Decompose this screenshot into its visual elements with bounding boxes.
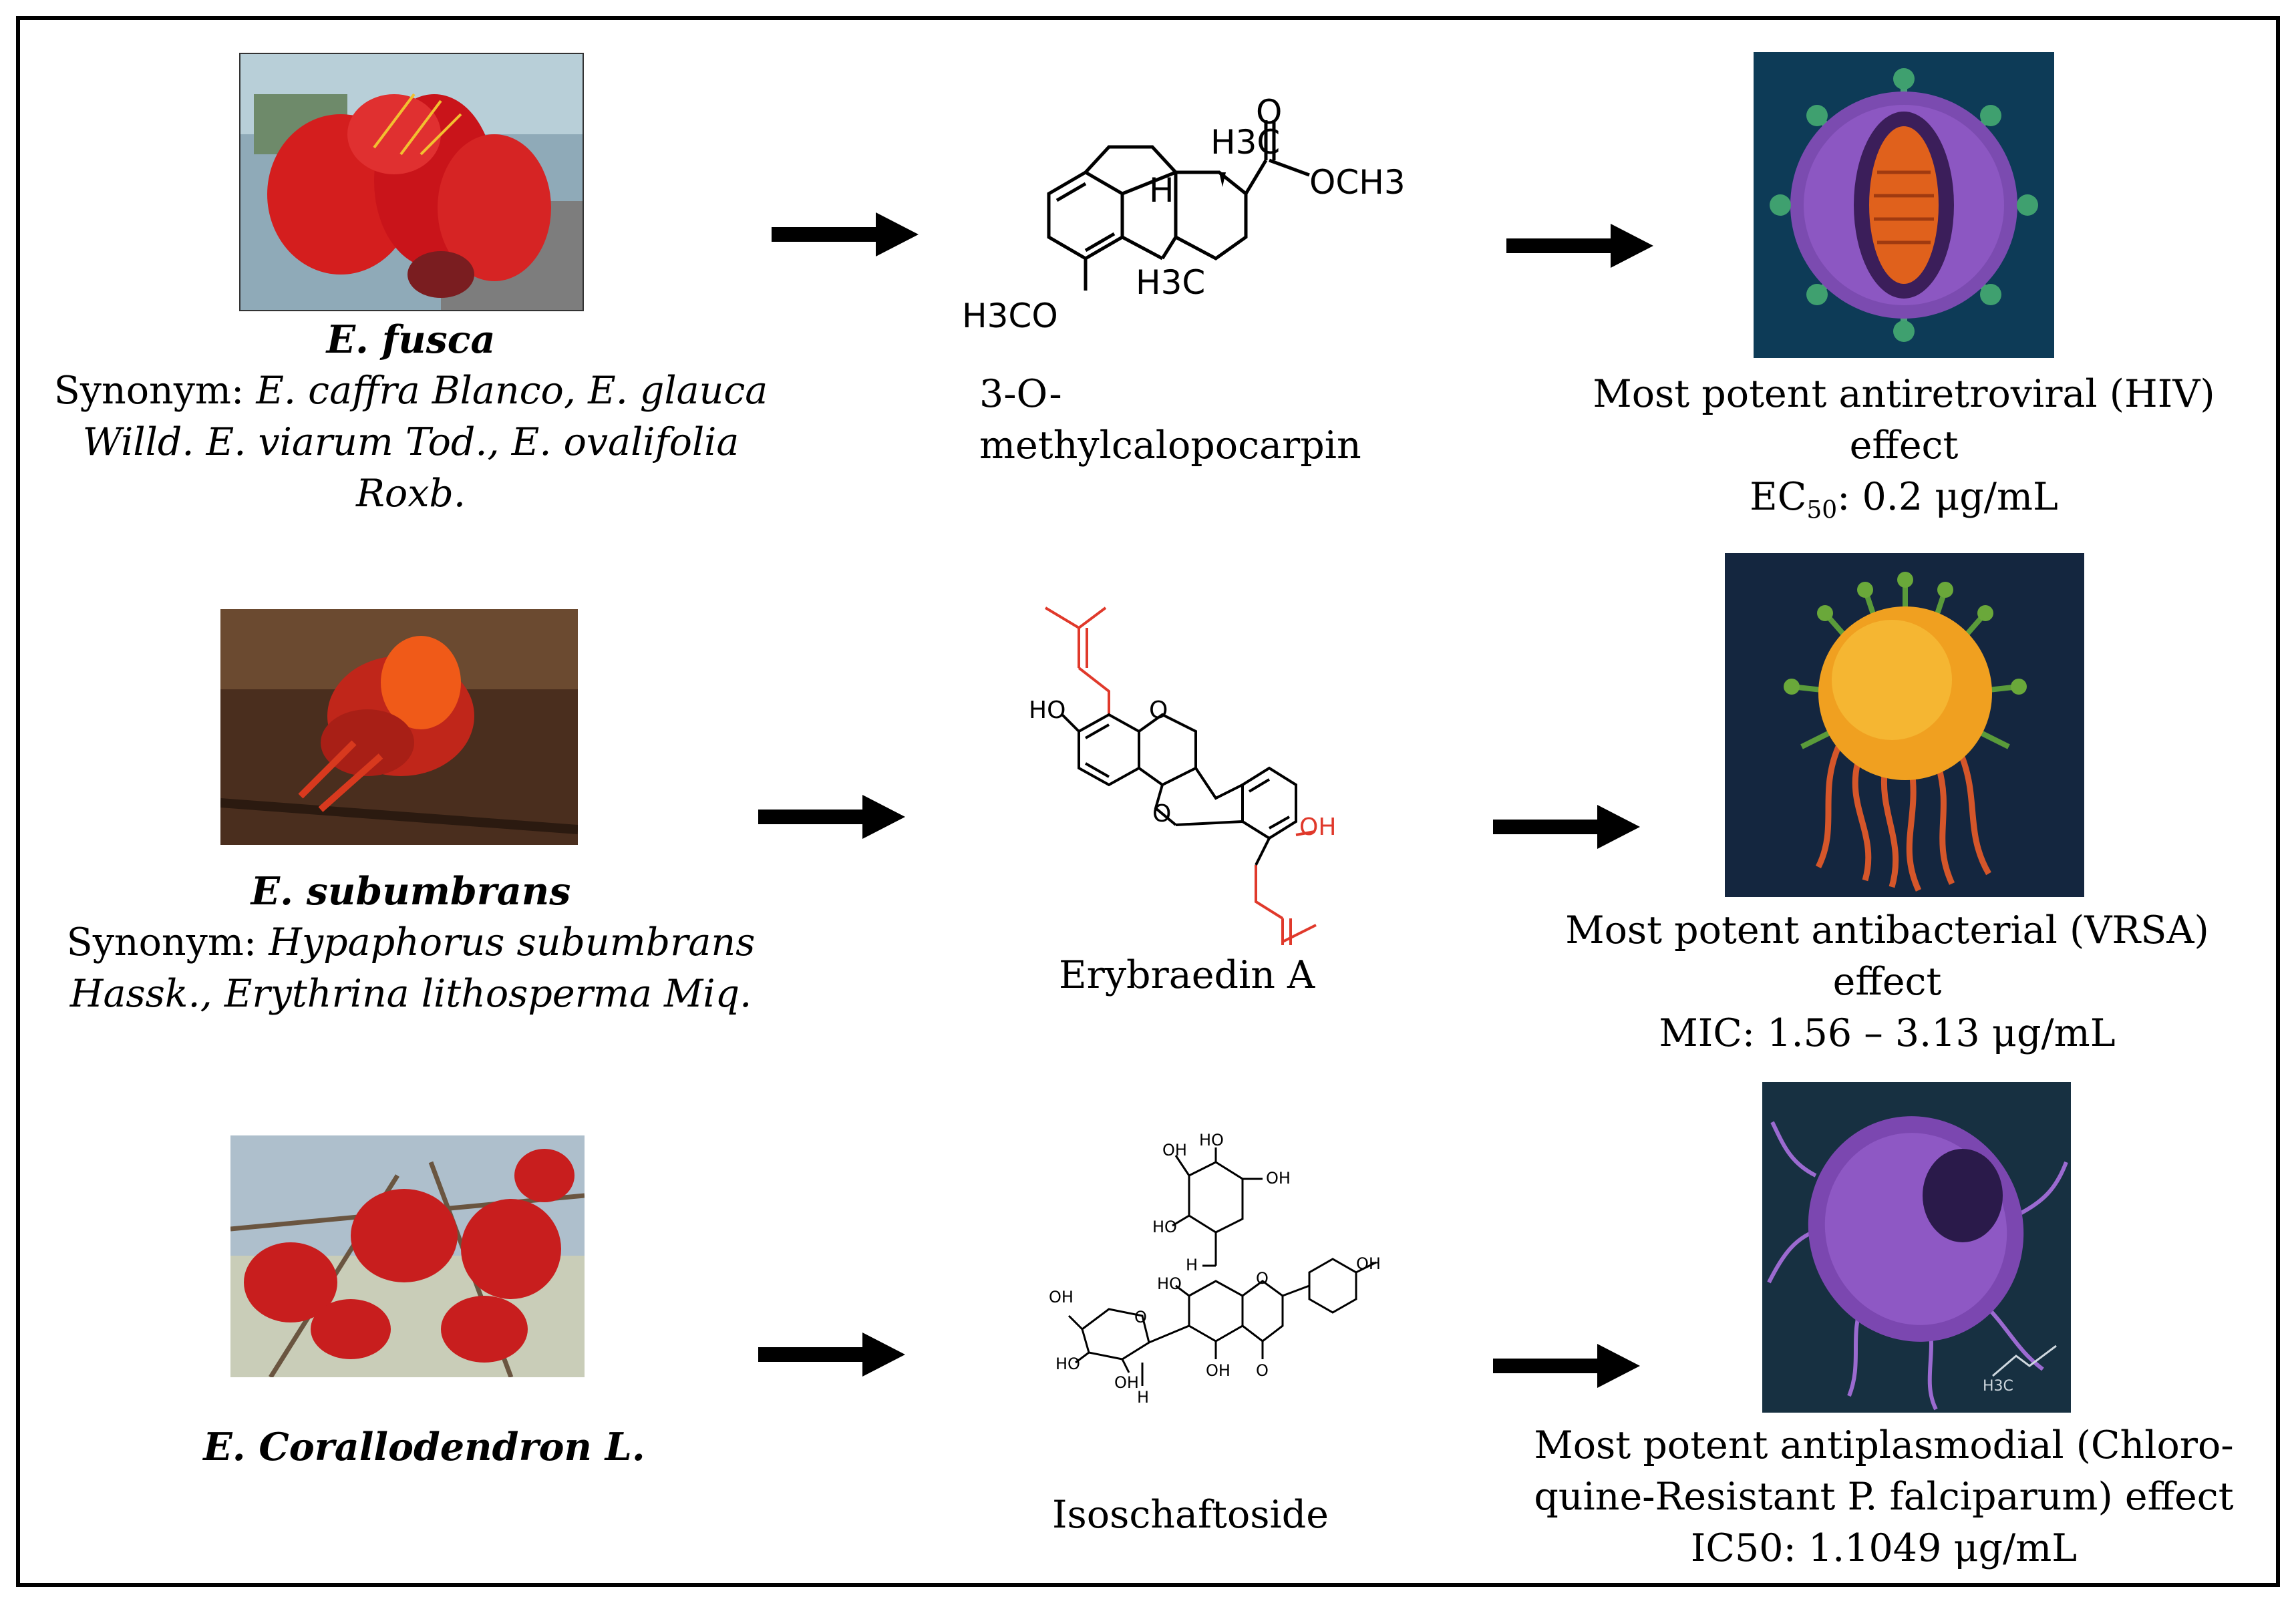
caption-e-corallodendron: E. Corallodendron L. (27, 1421, 822, 1473)
label-ho-f: HO (1157, 1274, 1182, 1293)
arrow-1a (772, 212, 919, 256)
effect-line-3: IC50: 1.1049 μg/mL (1690, 1526, 2078, 1570)
label-oh-phenyl: OH (1356, 1254, 1381, 1273)
label-oh: OH (1299, 814, 1336, 841)
label-oh-e: OH (1049, 1288, 1074, 1306)
arrow-3b (1493, 1344, 1640, 1388)
hiv-virus-illustration (1754, 52, 2054, 358)
label-oh-b: OH (1266, 1169, 1291, 1188)
compound-line-1: 3-O- (979, 372, 1062, 416)
effect-line-1: Most potent antiplasmodial (Chloro- (1534, 1423, 2234, 1467)
compound-line-2: methylcalopocarpin (979, 423, 1361, 468)
synonym-line-2: Willd. E. viarum Tod., E. ovalifolia Rox… (82, 420, 740, 516)
arrow-1b (1506, 224, 1653, 268)
label-o-top: O (1149, 697, 1168, 724)
arrow-2a (758, 795, 905, 839)
structure-isoschaftoside: HO OH OH HO H OH HO OH HO OH O O OH O H (1049, 1131, 1381, 1407)
structure-erybraedin-a: HO O O OH (1029, 606, 1336, 945)
synonym-text: E. caffra Blanco, E. glauca (256, 369, 768, 413)
caption-e-fusca: E. fusca Synonym: E. caffra Blanco, E. g… (27, 314, 795, 520)
effect-line-1: Most potent antiretroviral (HIV) (1593, 372, 2215, 416)
caption-e-subumbrans: E. subumbrans Synonym: Hypaphorus subumb… (27, 866, 795, 1020)
figure-frame (16, 16, 2280, 1587)
effect-1: Most potent antiretroviral (HIV) effect … (1590, 369, 2218, 536)
label-oh-sugar2: OH (1114, 1373, 1139, 1392)
synonym-label: Synonym: (53, 369, 244, 413)
species-name: E. fusca (326, 317, 496, 362)
species-name: E. Corallodendron L. (203, 1425, 645, 1469)
label-o-sugar2: O (1134, 1308, 1147, 1326)
effect-2: Most potent antibacterial (VRSA) effect … (1506, 905, 2268, 1059)
plasmodium-illustration: H3C (1762, 1082, 2071, 1413)
label-h3co: H3CO (962, 297, 1058, 335)
label-o-ring: O (1256, 1269, 1269, 1288)
label-h3c-top: H3C (1210, 123, 1280, 162)
effect-line-2: effect (1849, 423, 1959, 468)
label-o-ketone: O (1256, 1361, 1269, 1380)
label-h-bottom: H (1137, 1388, 1149, 1407)
structure-3-o-methylcalopocarpin: H3C O OCH3 H H3C H3CO (962, 94, 1406, 335)
synonym-line-2: Hassk., Erythrina lithosperma Miq. (69, 972, 752, 1016)
arrow-2b (1493, 805, 1640, 849)
compound-name-3: Isoschaftoside (1052, 1493, 1329, 1537)
effect-line-1: Most potent antibacterial (VRSA) effect (1565, 908, 2209, 1004)
label-oh-a: OH (1162, 1141, 1187, 1160)
label-h3c-tiny: H3C (1983, 1378, 2013, 1395)
photo-e-fusca (239, 53, 584, 311)
label-h: H (1149, 171, 1174, 210)
label-ho: HO (1029, 697, 1065, 724)
synonym-line: Synonym: E. caffra Blanco, E. glauca (27, 365, 795, 417)
label-o: O (1256, 94, 1282, 132)
effect-line-2: quine-Resistant P. falciparum) effect (1534, 1475, 2234, 1519)
effect-3: Most potent antiplasmodial (Chloro- quin… (1523, 1420, 2245, 1574)
compound-name-2: Erybraedin A (1059, 953, 1315, 997)
species-name: E. subumbrans (251, 869, 571, 914)
metric-value: : 0.2 μg/mL (1837, 475, 2058, 519)
metric-prefix: EC (1750, 475, 1807, 519)
label-ho-top: HO (1199, 1131, 1224, 1149)
arrow-3a (758, 1332, 905, 1377)
synonym-text: Hypaphorus subumbrans (269, 920, 756, 964)
label-h-d: H (1186, 1256, 1198, 1274)
effect-line-2: MIC: 1.56 – 3.13 μg/mL (1659, 1011, 2116, 1055)
bacterium-illustration (1725, 553, 2084, 897)
label-ho-h: HO (1055, 1355, 1080, 1373)
metric-subscript: 50 (1806, 496, 1838, 524)
photo-e-subumbrans (220, 609, 578, 845)
synonym-label: Synonym: (66, 920, 257, 964)
photo-e-corallodendron (230, 1135, 585, 1377)
label-h3c-mid: H3C (1136, 263, 1205, 302)
label-och3: OCH3 (1309, 163, 1406, 202)
label-oh-bottom: OH (1206, 1361, 1231, 1380)
compound-name-1: 3-O- methylcalopocarpin (979, 369, 1361, 472)
metric-line: EC50: 0.2 μg/mL (1590, 472, 2218, 536)
label-o-bottom: O (1152, 800, 1171, 828)
label-ho-c: HO (1152, 1218, 1177, 1236)
synonym-line: Synonym: Hypaphorus subumbrans (27, 917, 795, 968)
